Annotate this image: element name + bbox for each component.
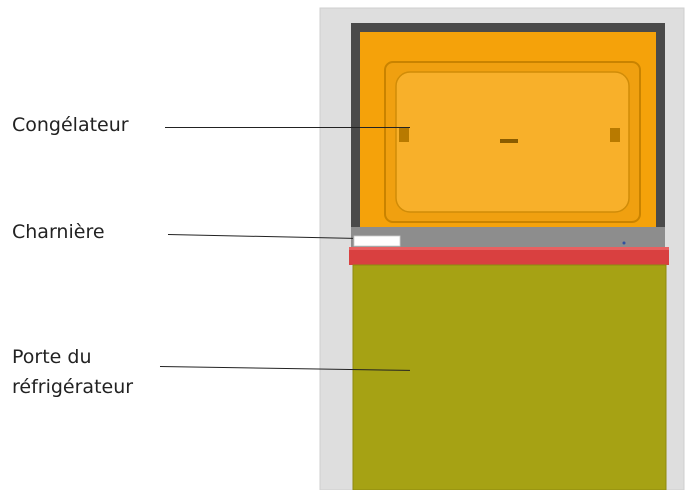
freezer-label: Congélateur: [12, 114, 129, 136]
hinge-gap: [351, 227, 665, 248]
door-label-line1: Porte du: [12, 346, 92, 368]
hinge-bar: [349, 247, 669, 265]
refrigerator-door: [353, 265, 666, 490]
hinge-plate: [353, 235, 401, 247]
tray-clip-left: [399, 128, 409, 142]
door-label: Porte du réfrigérateur: [12, 342, 133, 402]
hinge-label: Charnière: [12, 221, 105, 243]
tray-clip-right: [610, 128, 620, 142]
tray-handle: [500, 139, 518, 143]
door-label-line2: réfrigérateur: [12, 376, 134, 398]
freezer-leader-line: [165, 127, 410, 128]
